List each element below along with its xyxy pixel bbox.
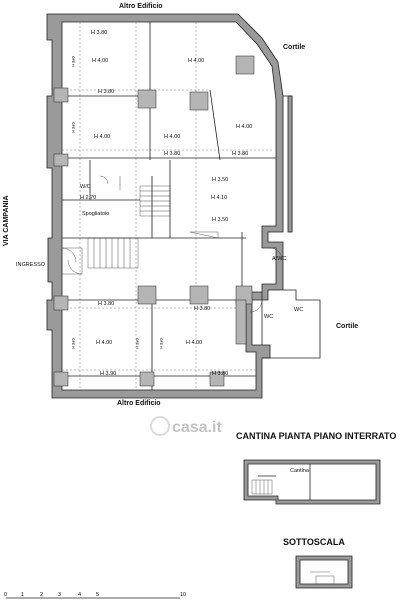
room-height-label: H 3.80 [212, 371, 228, 377]
staircase [87, 185, 171, 269]
right-annex [262, 95, 321, 359]
room-height-label: H 4.00 [92, 58, 108, 64]
wall-note: OFE H [71, 122, 75, 133]
courtyard-top-label: Cortile [283, 44, 305, 51]
room-label-cantina: Cantina [290, 468, 310, 474]
wall-note: OFE H [71, 56, 75, 67]
wall-note: OFE H [159, 338, 163, 349]
entrance-door [61, 247, 83, 275]
room-height-label: H 4.00 [188, 58, 204, 64]
entrance-label: INGRESSO [16, 262, 46, 268]
room-height-label: H 3.80 [164, 151, 180, 157]
room-label-wc: W/C [80, 184, 91, 190]
cellar-title: CANTINA PIANTA PIANO INTERRATO [236, 431, 396, 441]
room-height-label: H 3.80 [194, 306, 210, 312]
scale-tick: 0 [4, 592, 7, 598]
outer-walls [46, 13, 284, 399]
room-height-label: H 3.50 [212, 177, 228, 183]
room-height-label: H 4.10 [211, 195, 227, 201]
scale-tick: 4 [78, 592, 81, 598]
room-label-wc: WC [294, 307, 303, 313]
understair-title: SOTTOSCALA [283, 537, 345, 547]
room-label-spogliatoio: Spogliatoio [82, 211, 109, 217]
watermark-logo: casa.it [150, 416, 222, 436]
scale-tick: 2 [40, 592, 43, 598]
room-height-label: H 3.80 [98, 301, 114, 307]
room-height-label: H 3.80 [232, 151, 248, 157]
top-building-label: Altro Edificio [119, 3, 163, 10]
room-label-awc: A/WC [272, 256, 286, 262]
bottom-building-label: Altro Edificio [117, 400, 161, 407]
room-height-label: H 3.50 [212, 217, 228, 223]
scale-tick: 5 [96, 592, 99, 598]
room-height-label: H 4.00 [186, 340, 202, 346]
room-height-label: H 3.90 [100, 371, 116, 377]
pillars [53, 55, 255, 387]
room-height-label: H 3.80 [98, 89, 114, 95]
wall-note: OFE H [71, 338, 75, 349]
courtyard-right-label: Cortile [336, 323, 358, 330]
street-label: VIA CAMPANIA [3, 195, 10, 246]
cellar-plan [243, 459, 381, 505]
scale-tick: 3 [58, 592, 61, 598]
room-height-label: H 2.70 [80, 195, 96, 201]
doors [99, 175, 283, 313]
room-height-label: H 4.00 [164, 134, 180, 140]
scale-tick: 1 [21, 592, 24, 598]
room-height-label: H 4.00 [236, 124, 252, 130]
wall-note: OFE H [135, 338, 139, 349]
scale-tick: 10 [180, 592, 186, 598]
understair-plan [295, 555, 353, 589]
svg-text:casa.it: casa.it [172, 419, 222, 436]
room-label-wc: WC [264, 314, 273, 320]
room-height-label: H 3.80 [91, 30, 107, 36]
room-height-label: H 4.00 [96, 340, 112, 346]
room-height-label: H 4.00 [94, 134, 110, 140]
